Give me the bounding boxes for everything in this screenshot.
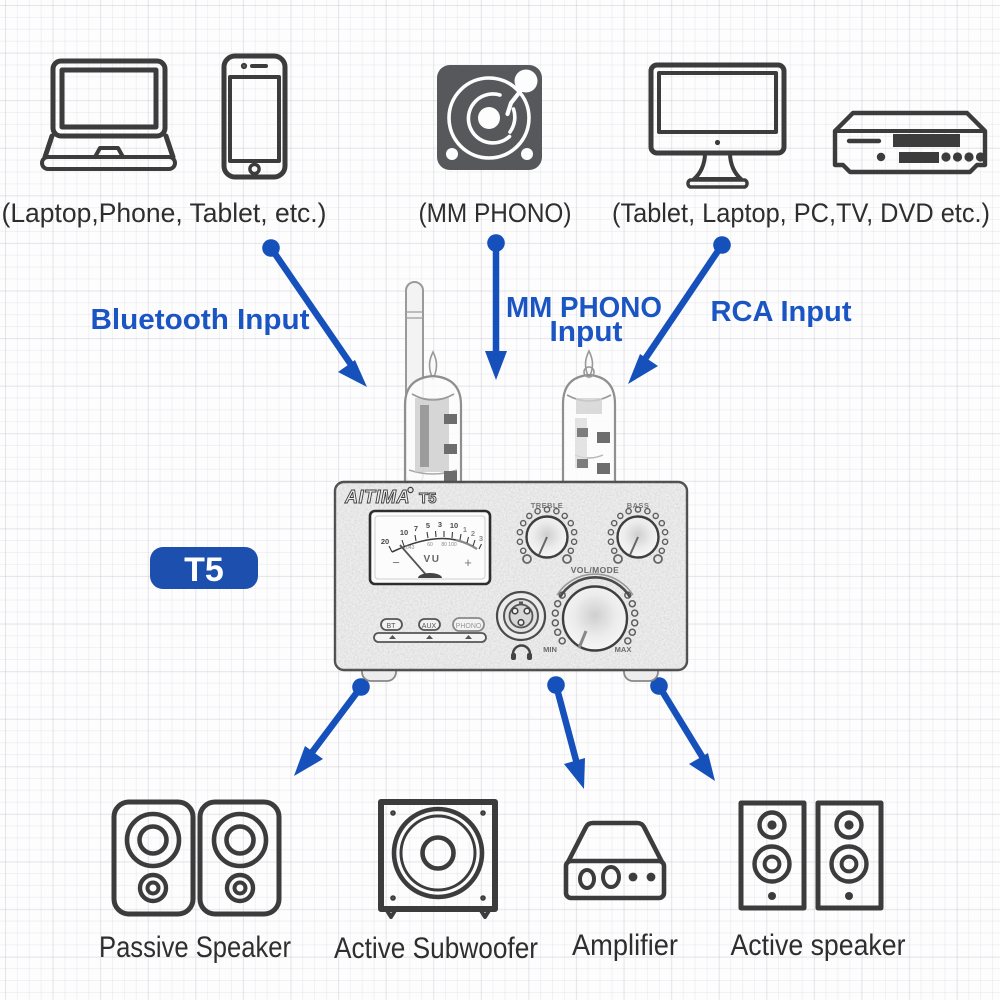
svg-text:Active speaker: Active speaker: [731, 929, 906, 962]
svg-text:AITIMA: AITIMA: [344, 487, 410, 507]
svg-text:3: 3: [479, 534, 483, 543]
svg-text:20: 20: [381, 537, 389, 546]
svg-text:(Laptop,Phone, Tablet, etc.): (Laptop,Phone, Tablet, etc.): [2, 198, 327, 228]
svg-text:5: 5: [426, 521, 430, 530]
svg-text:2: 2: [471, 529, 475, 538]
svg-text:T5: T5: [184, 551, 224, 589]
svg-text:−: −: [392, 555, 400, 570]
svg-text:MM PHONO: MM PHONO: [506, 292, 662, 324]
svg-text:+: +: [464, 555, 472, 570]
svg-text:Input: Input: [550, 316, 623, 348]
svg-text:60: 60: [427, 542, 433, 548]
svg-text:Passive Speaker: Passive Speaker: [99, 931, 291, 964]
svg-text:RCA Input: RCA Input: [711, 296, 852, 328]
svg-text:-2043: -2043: [402, 545, 415, 551]
svg-text:10: 10: [450, 521, 458, 530]
svg-text:VU: VU: [424, 554, 441, 565]
svg-text:(MM PHONO): (MM PHONO): [419, 198, 572, 228]
svg-text:BT: BT: [387, 623, 397, 630]
svg-text:(Tablet, Laptop, PC,TV, DVD et: (Tablet, Laptop, PC,TV, DVD etc.): [612, 198, 990, 228]
svg-text:VOL/MODE: VOL/MODE: [571, 565, 620, 575]
svg-text:TREBLE: TREBLE: [531, 501, 563, 510]
svg-text:7: 7: [414, 524, 418, 533]
svg-text:3: 3: [438, 520, 442, 529]
svg-text:AUX: AUX: [422, 623, 437, 630]
svg-text:Bluetooth Input: Bluetooth Input: [91, 304, 310, 336]
svg-text:T5: T5: [419, 490, 437, 507]
svg-text:BASS: BASS: [627, 501, 649, 510]
svg-text:MAX: MAX: [615, 645, 632, 654]
svg-text:PHONO: PHONO: [456, 623, 482, 630]
svg-text:Active Subwoofer: Active Subwoofer: [334, 932, 538, 965]
svg-text:MIN: MIN: [543, 645, 557, 654]
svg-text:80 100: 80 100: [441, 542, 457, 548]
svg-text:1: 1: [463, 525, 467, 534]
svg-text:Amplifier: Amplifier: [572, 929, 678, 962]
svg-text:10: 10: [400, 528, 408, 537]
